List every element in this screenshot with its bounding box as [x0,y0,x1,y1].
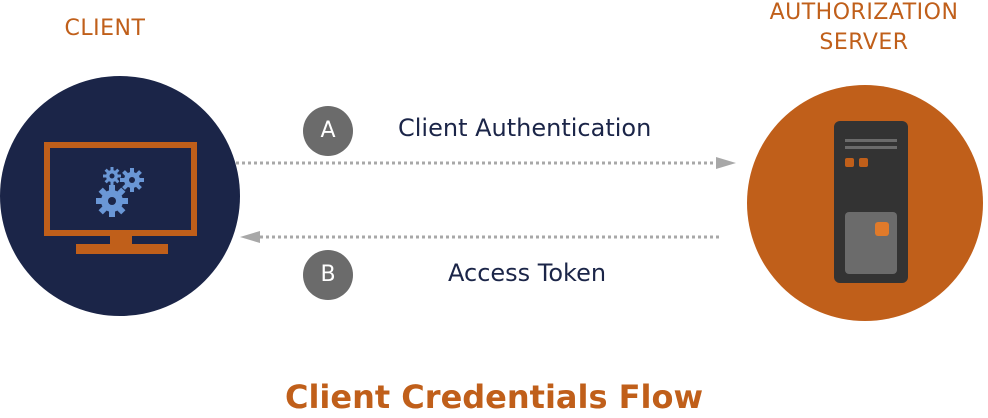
step-b-label: Access Token [448,259,607,287]
server-label-line2: SERVER [819,30,909,55]
gear-small-icon [103,167,121,185]
step-b-badge: B [303,250,353,300]
step-a-badge: A [303,106,353,156]
server-label-line1: AUTHORIZATION [769,0,959,25]
arrow-client-to-server [236,157,736,169]
client-label: CLIENT [64,16,146,41]
gear-large-icon [96,185,128,217]
authorization-server-node [747,85,983,321]
step-a-label: Client Authentication [398,114,652,142]
client-node [0,76,240,316]
monitor-gears-icon [44,142,197,254]
gear-medium-icon [120,168,144,192]
diagram-title: Client Credentials Flow [284,378,704,416]
arrow-server-to-client [240,231,722,243]
server-tower-icon [834,121,908,283]
authorization-server-label: AUTHORIZATION SERVER [748,0,980,58]
